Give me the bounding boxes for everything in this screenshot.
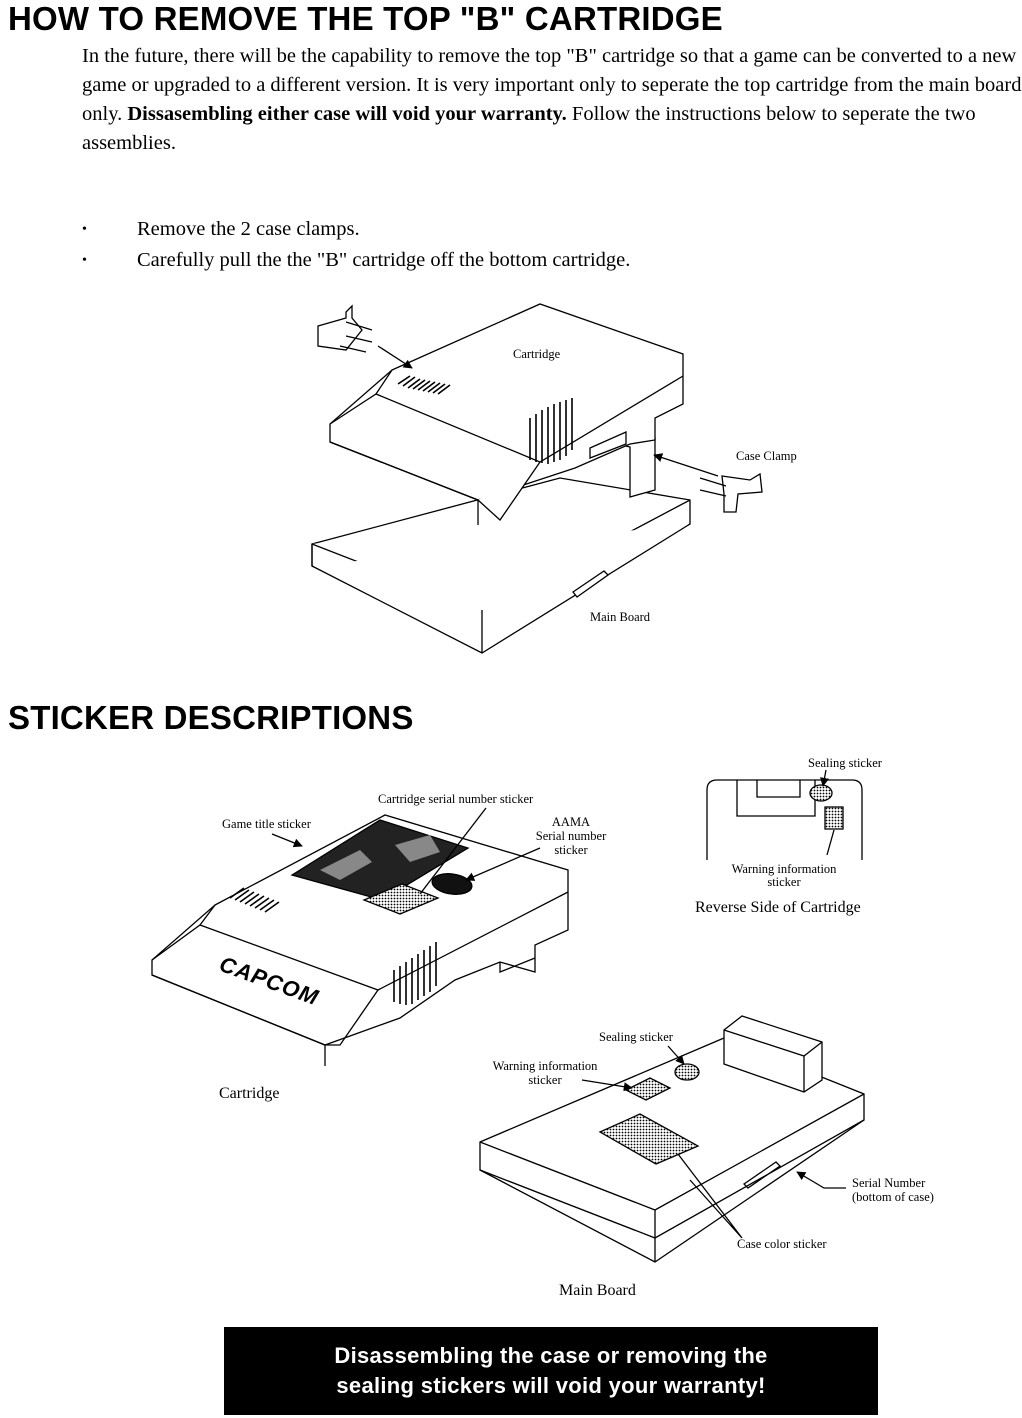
aama-label-line1: AAMA [552,815,590,829]
bullet-icon: • [82,253,87,268]
case-clamp-label: Case Clamp [736,449,797,463]
cartridge-sticker-figure [151,807,569,1066]
section-title-remove-cartridge: HOW TO REMOVE THE TOP "B" CARTRIDGE [8,0,723,37]
board-warning-label-line2: sticker [528,1073,562,1087]
cartridge-label: Cartridge [513,347,561,361]
main-board-caption: Main Board [559,1282,636,1299]
main-board-label: Main Board [590,610,651,624]
reverse-side-figure [706,769,863,860]
serial-number-label-line2: (bottom of case) [852,1190,934,1204]
vent-grille-icon [397,375,573,464]
board-warning-label-line1: Warning information [493,1059,599,1073]
bullet-icon: • [82,222,87,237]
aama-label-line2: Serial number [536,829,607,843]
reverse-side-caption: Reverse Side of Cartridge [695,899,861,916]
vent-grille-icon [229,887,437,1005]
disassembly-figure [311,303,763,654]
game-title-sticker-label: Game title sticker [222,817,312,831]
reverse-warning-label-line1: Warning information [732,862,838,876]
case-color-sticker-label: Case color sticker [737,1237,827,1251]
warning-line-2: sealing stickers will void your warranty… [336,1373,766,1398]
instruction-list: • Remove the 2 case clamps. • Carefully pu… [82,214,630,276]
serial-number-label-line1: Serial Number [852,1176,926,1190]
intro-paragraph: In the future, there will be the capabil… [82,42,1022,158]
cartridge-drawing [329,303,684,525]
section-title-sticker-descriptions: STICKER DESCRIPTIONS [8,699,414,736]
case-clamp-icon [699,472,763,513]
intro-text-b: Follow the instructions below to seperat… [82,103,976,154]
intro-warranty-warning: Dissasembling either case will void your… [127,103,567,125]
case-clamp-icon [317,304,373,353]
warning-line-1: Disassembling the case or removing the [334,1343,768,1368]
cartridge-caption: Cartridge [219,1085,279,1102]
warranty-warning-banner: Disassembling the case or removing the se… [224,1327,878,1415]
warranty-warning-text: Disassembling the case or removing the se… [334,1341,767,1401]
instruction-text: Carefully pull the the "B" cartridge off… [137,249,631,271]
main-board-sticker-figure [479,1015,865,1263]
instruction-text: Remove the 2 case clamps. [137,218,360,240]
board-sealing-sticker-label: Sealing sticker [599,1030,674,1044]
aama-label-line3: sticker [554,843,588,857]
reverse-warning-label-line2: sticker [767,875,801,889]
cartridge-serial-sticker-label: Cartridge serial number sticker [378,792,534,806]
intro-text-a: In the future, there will be the capabil… [82,45,1022,125]
reverse-sealing-sticker-label: Sealing sticker [808,756,883,770]
main-board-drawing [311,477,691,654]
instruction-item: • Remove the 2 case clamps. [82,214,630,245]
instruction-item: • Carefully pull the the "B" cartridge of… [82,245,630,276]
